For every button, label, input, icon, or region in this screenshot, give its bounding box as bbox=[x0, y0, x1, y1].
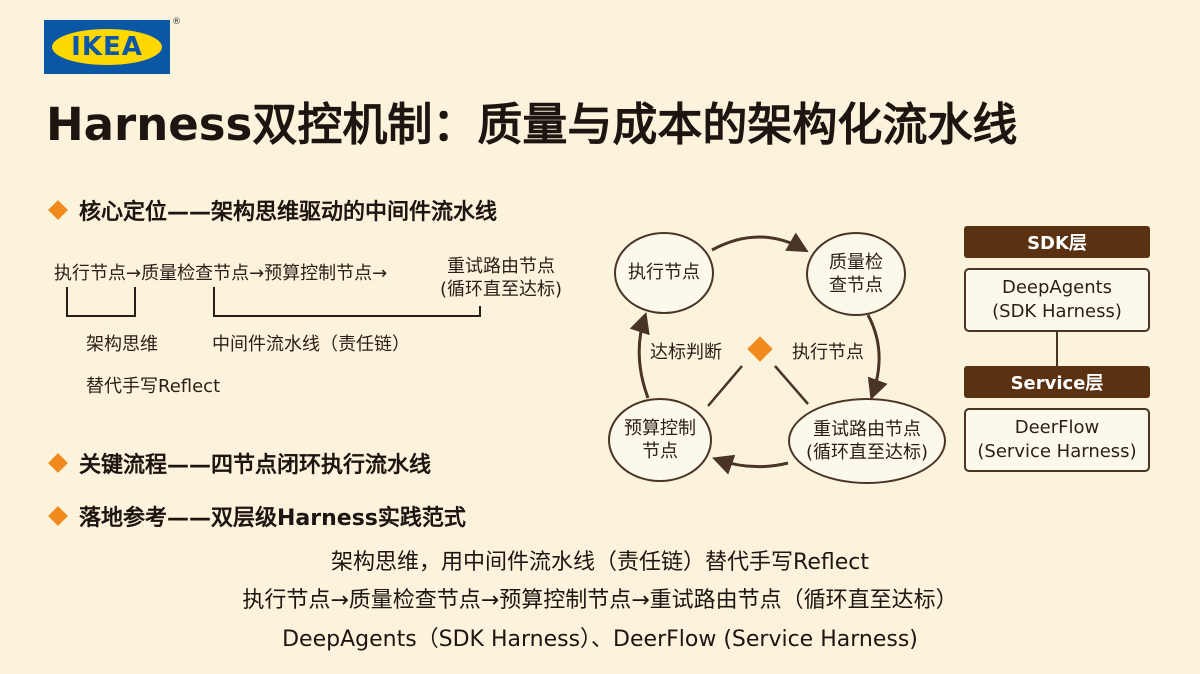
bullet-text: 关键流程——四节点闭环执行流水线 bbox=[79, 453, 432, 478]
node-label-line1: 重试路由节点 bbox=[812, 418, 921, 440]
logo-oval: IKEA bbox=[52, 29, 162, 65]
line-center-to-budget bbox=[707, 365, 743, 407]
sdk-line-1: DeepAgents bbox=[1001, 276, 1113, 298]
flow-retry-node: 重试路由节点 (循环直至达标) bbox=[440, 256, 562, 301]
node-label: 执行节点 bbox=[628, 262, 700, 284]
bullet-key-flow: 关键流程——四节点闭环执行流水线 bbox=[48, 447, 431, 479]
service-layer-box: DeerFlow (Service Harness) bbox=[964, 408, 1150, 472]
arrow-quality-to-retry bbox=[866, 314, 888, 400]
sdk-layer-header: SDK层 bbox=[964, 226, 1150, 258]
service-line-2: (Service Harness) bbox=[977, 441, 1137, 462]
cycle-label-judge: 达标判断 bbox=[650, 342, 722, 363]
service-layer-header: Service层 bbox=[964, 366, 1150, 398]
label-arch-thinking: 架构思维 bbox=[86, 334, 158, 355]
arrow-budget-to-exec bbox=[629, 312, 650, 399]
registered-mark: ® bbox=[172, 17, 181, 27]
node-label-line2: 查节点 bbox=[829, 275, 883, 296]
service-line-1: DeerFlow bbox=[1014, 416, 1100, 438]
sdk-layer-box: DeepAgents (SDK Harness) bbox=[964, 268, 1150, 332]
sdk-line-2: (SDK Harness) bbox=[992, 301, 1122, 322]
arrow-exec-to-quality bbox=[711, 232, 809, 253]
node-label-line2: 节点 bbox=[642, 441, 678, 462]
cycle-node-quality: 质量检 查节点 bbox=[806, 232, 906, 316]
label-middleware-pipeline: 中间件流水线（责任链） bbox=[212, 334, 410, 355]
summary-line-1: 架构思维，用中间件流水线（责任链）替代手写Reflect bbox=[331, 550, 869, 575]
bullet-text: 落地参考——双层级Harness实践范式 bbox=[79, 506, 466, 531]
line-center-to-retry bbox=[774, 365, 809, 405]
bracket-arch bbox=[66, 287, 136, 317]
summary-line-2: 执行节点→质量检查节点→预算控制节点→重试路由节点（循环直至达标） bbox=[242, 588, 958, 613]
layer-connector bbox=[1056, 332, 1058, 366]
cycle-node-retry: 重试路由节点 (循环直至达标) bbox=[788, 398, 946, 484]
bracket-middleware bbox=[213, 287, 481, 317]
node-label-line1: 预算控制 bbox=[624, 417, 696, 439]
bullet-text: 核心定位——架构思维驱动的中间件流水线 bbox=[79, 200, 498, 225]
node-label-line2: (循环直至达标) bbox=[805, 442, 929, 463]
bullet-landing-reference: 落地参考——双层级Harness实践范式 bbox=[48, 500, 466, 532]
flow-chain: 执行节点→质量检查节点→预算控制节点→ bbox=[54, 263, 388, 284]
label-replace-reflect: 替代手写Reflect bbox=[86, 376, 221, 397]
cycle-node-budget: 预算控制 节点 bbox=[608, 398, 712, 482]
retry-line-2: (循环直至达标) bbox=[440, 278, 563, 300]
bullet-core-positioning: 核心定位——架构思维驱动的中间件流水线 bbox=[48, 194, 497, 226]
slide-title: Harness双控机制：质量与成本的架构化流水线 bbox=[46, 98, 1018, 151]
ikea-logo: IKEA bbox=[44, 20, 170, 74]
retry-line-1: 重试路由节点 bbox=[447, 256, 556, 277]
cycle-label-exec: 执行节点 bbox=[792, 342, 864, 363]
arrow-retry-to-budget bbox=[712, 454, 789, 475]
logo-text: IKEA bbox=[71, 32, 143, 62]
node-label-line1: 质量检 bbox=[829, 251, 883, 273]
summary-line-3: DeepAgents（SDK Harness）、DeerFlow (Servic… bbox=[282, 627, 918, 652]
cycle-node-exec: 执行节点 bbox=[614, 232, 714, 314]
